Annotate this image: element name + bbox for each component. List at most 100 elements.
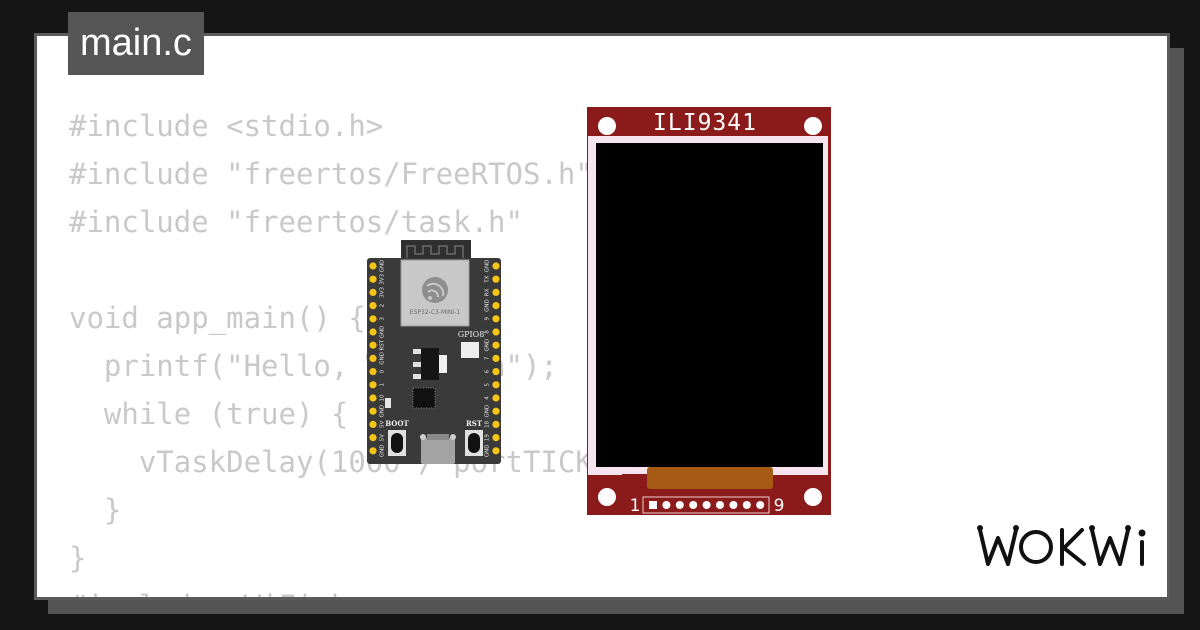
lcd-pins <box>649 501 765 509</box>
lcd-pin[interactable] <box>716 501 724 509</box>
lcd-pin[interactable] <box>756 501 765 509</box>
header-pin[interactable] <box>492 288 500 296</box>
pin-label: GND <box>485 444 491 457</box>
usb-connector <box>421 438 455 464</box>
pin-label: GND <box>380 405 386 418</box>
usb-connector-top <box>427 434 449 440</box>
mount-hole-br <box>804 488 822 506</box>
code-line: #include <WiFi.h> <box>69 582 802 597</box>
boot-label: BOOT <box>385 419 409 428</box>
header-pin[interactable] <box>492 447 500 455</box>
lcd-pin[interactable] <box>675 501 684 509</box>
header-pin[interactable] <box>492 434 500 442</box>
pin-label: GND <box>380 326 386 339</box>
mount-hole-tl <box>598 117 616 135</box>
header-pin[interactable] <box>492 354 500 362</box>
pin-label: 3 <box>380 317 386 321</box>
lcd-pin[interactable] <box>742 501 751 509</box>
pin-label: 5V <box>380 434 386 441</box>
pin-label: 10 <box>380 394 386 401</box>
header-pin[interactable] <box>492 368 500 376</box>
esp32-c3-board[interactable]: ESP32-C3-MINI-1 GPIO8 BOOT RST GND3V33V3… <box>367 238 503 466</box>
espressif-logo-icon <box>422 277 448 303</box>
header-pin[interactable] <box>369 368 377 376</box>
header-pin[interactable] <box>492 420 500 428</box>
pin-label: GND <box>485 260 491 273</box>
header-pin[interactable] <box>369 394 377 402</box>
wokwi-logo <box>977 525 1146 566</box>
pin-label: 0 <box>380 369 386 373</box>
code-line: } <box>69 493 122 527</box>
pin-label: 4 <box>485 396 491 400</box>
header-pin[interactable] <box>369 420 377 428</box>
header-pin[interactable] <box>492 275 500 283</box>
pin-label: 18 <box>485 420 491 427</box>
lcd-pin-square[interactable] <box>649 501 657 509</box>
header-pin[interactable] <box>369 315 377 323</box>
header-pin[interactable] <box>369 447 377 455</box>
header-pin[interactable] <box>492 328 500 336</box>
code-line: #include <stdio.h> <box>69 109 384 143</box>
pin-label: 1 <box>380 383 386 387</box>
lcd-flex-cable <box>647 467 773 489</box>
file-tab-label: main.c <box>80 22 192 64</box>
pin-label: RX <box>485 288 491 296</box>
usb-mount-hole <box>420 434 426 440</box>
header-pin[interactable] <box>369 341 377 349</box>
pin-label: 7 <box>485 356 491 360</box>
header-pin[interactable] <box>492 341 500 349</box>
boot-button[interactable] <box>391 433 403 453</box>
rst-button[interactable] <box>468 433 480 453</box>
pin-label: GND <box>485 405 491 418</box>
header-pin[interactable] <box>369 262 377 270</box>
lcd-pin[interactable] <box>702 501 711 509</box>
header-pin[interactable] <box>369 354 377 362</box>
pin-label: GND <box>380 352 386 365</box>
regulator-pin <box>413 362 421 367</box>
code-line: #include "freertos/FreeRTOS.h" <box>69 157 593 191</box>
header-pin[interactable] <box>492 315 500 323</box>
pin-label: 8 <box>485 330 491 334</box>
board-antenna <box>401 240 471 262</box>
usb-chip <box>412 387 436 409</box>
pin-label: TX <box>485 275 491 283</box>
gpio8-led <box>461 342 479 358</box>
antenna-trace <box>406 245 464 258</box>
header-pin[interactable] <box>369 434 377 442</box>
pin-label: 2 <box>380 304 386 308</box>
header-pin[interactable] <box>369 381 377 389</box>
pin-label: GND <box>380 444 386 457</box>
pin-label: 9 <box>485 317 491 321</box>
code-line: #include "freertos/task.h" <box>69 205 523 239</box>
lcd-pin[interactable] <box>662 501 671 509</box>
header-pin[interactable] <box>369 407 377 415</box>
pin-label: GND <box>485 299 491 312</box>
file-tab[interactable]: main.c <box>68 12 204 75</box>
lcd-pin[interactable] <box>729 501 738 509</box>
pin-label: 5 <box>485 383 491 387</box>
header-pin[interactable] <box>492 262 500 270</box>
header-pin[interactable] <box>492 381 500 389</box>
code-line: void app_main() { <box>69 301 366 335</box>
pin-header-outline <box>642 496 770 514</box>
lcd-pin[interactable] <box>689 501 698 509</box>
rst-label: RST <box>466 419 483 428</box>
ili9341-display[interactable]: ILI9341 1 9 <box>587 107 831 515</box>
voltage-regulator <box>421 348 439 380</box>
pin-label: GND <box>380 260 386 273</box>
pin-label: GND <box>485 339 491 352</box>
header-pin[interactable] <box>369 328 377 336</box>
header-pin[interactable] <box>369 275 377 283</box>
header-pin[interactable] <box>492 394 500 402</box>
header-pin[interactable] <box>369 302 377 310</box>
header-pin[interactable] <box>492 302 500 310</box>
led-label: GPIO8 <box>458 330 485 339</box>
header-pin[interactable] <box>369 288 377 296</box>
pin-label: 5V <box>380 421 386 428</box>
pin-label: 3V3 <box>380 287 386 298</box>
lcd-screen[interactable] <box>596 143 823 467</box>
header-pin[interactable] <box>492 407 500 415</box>
mount-hole-tr <box>804 117 822 135</box>
